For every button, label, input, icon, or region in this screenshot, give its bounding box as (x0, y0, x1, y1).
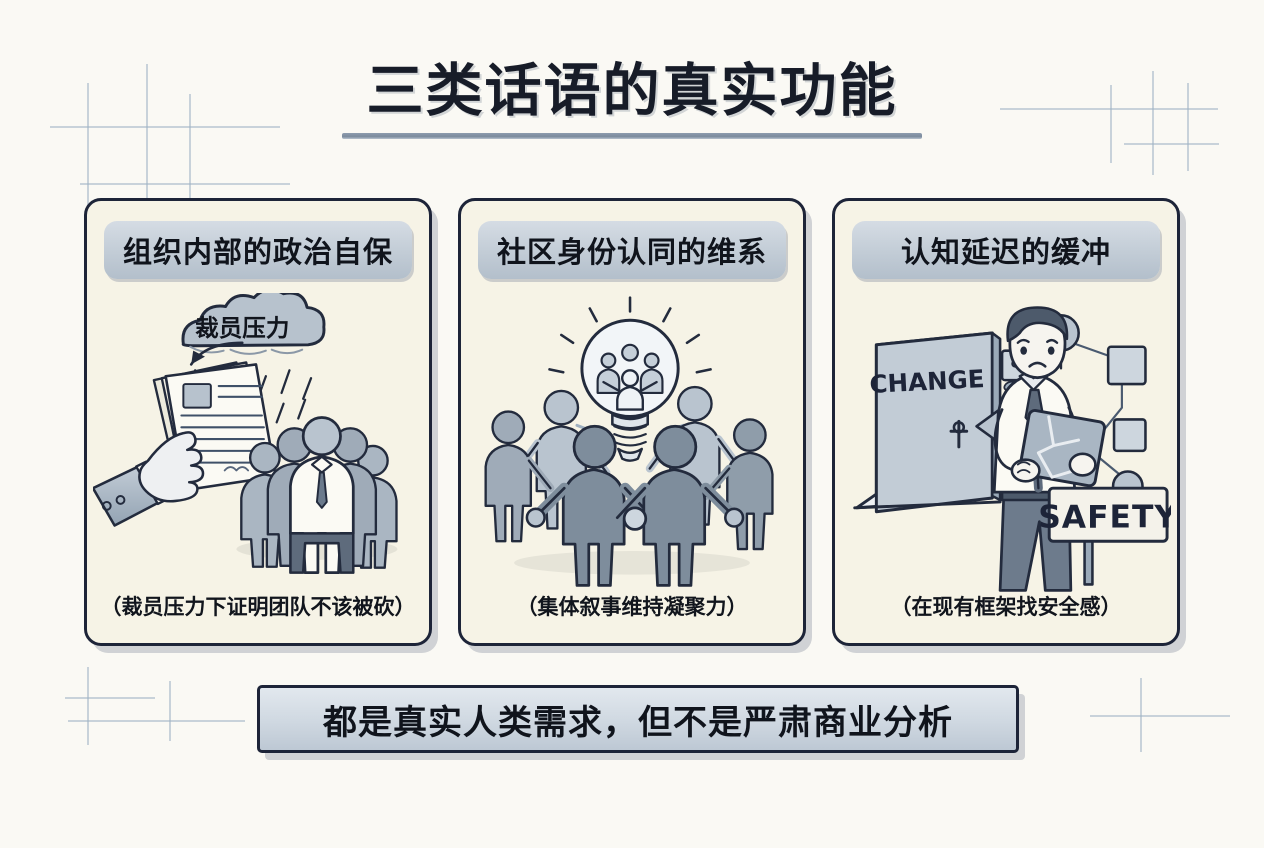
decor-line (80, 183, 290, 185)
svg-text:CHANGE: CHANGE (869, 364, 985, 399)
illustration-people-circle-lightbulb (467, 293, 797, 593)
card-cognitive-delay-buffer[interactable]: 认知延迟的缓冲 (832, 198, 1180, 646)
card-political-self-protection[interactable]: 组织内部的政治自保 裁员压力 (84, 198, 432, 646)
decor-line (1110, 85, 1112, 163)
decor-line (169, 681, 171, 741)
decor-line (87, 83, 89, 282)
svg-text:裁员压力: 裁员压力 (195, 314, 289, 342)
svg-text:SAFETY: SAFETY (1038, 499, 1171, 535)
page-title: 三类话语的真实功能 (366, 58, 898, 124)
decor-line (146, 64, 148, 242)
decor-line (1000, 108, 1218, 110)
card-header-pill: 社区身份认同的维系 (478, 221, 786, 279)
illustration-hand-documents-cloud-crowd: 裁员压力 (93, 293, 423, 593)
decor-line (1124, 143, 1219, 145)
title-underline (342, 132, 922, 139)
decor-line (1140, 678, 1142, 752)
summary-banner[interactable]: 都是真实人类需求，但不是严肃商业分析 (257, 685, 1019, 753)
card-header-label: 组织内部的政治自保 (122, 235, 393, 269)
summary-banner-label: 都是真实人类需求，但不是严肃商业分析 (323, 702, 953, 743)
card-header-pill: 认知延迟的缓冲 (852, 221, 1160, 279)
card-community-identity[interactable]: 社区身份认同的维系 (458, 198, 806, 646)
decor-line (68, 720, 245, 722)
page-title-block: 三类话语的真实功能 (0, 58, 1264, 139)
card-caption: （在现有框架找安全感） (890, 595, 1122, 619)
card-header-pill: 组织内部的政治自保 (104, 221, 412, 279)
decor-line (1090, 715, 1230, 717)
decor-line (87, 667, 89, 745)
illustration-change-door-safety-sign: CHANGE (841, 293, 1171, 593)
decor-line (1187, 83, 1189, 171)
card-header-label: 社区身份认同的维系 (496, 235, 767, 269)
decor-line (50, 126, 280, 128)
card-header-label: 认知延迟的缓冲 (900, 235, 1111, 269)
decor-line (1152, 71, 1154, 175)
card-caption: （集体叙事维持凝聚力） (516, 595, 748, 619)
decor-line (65, 697, 155, 699)
decor-line (189, 94, 191, 212)
card-caption: （裁员压力下证明团队不该被砍） (100, 595, 416, 619)
